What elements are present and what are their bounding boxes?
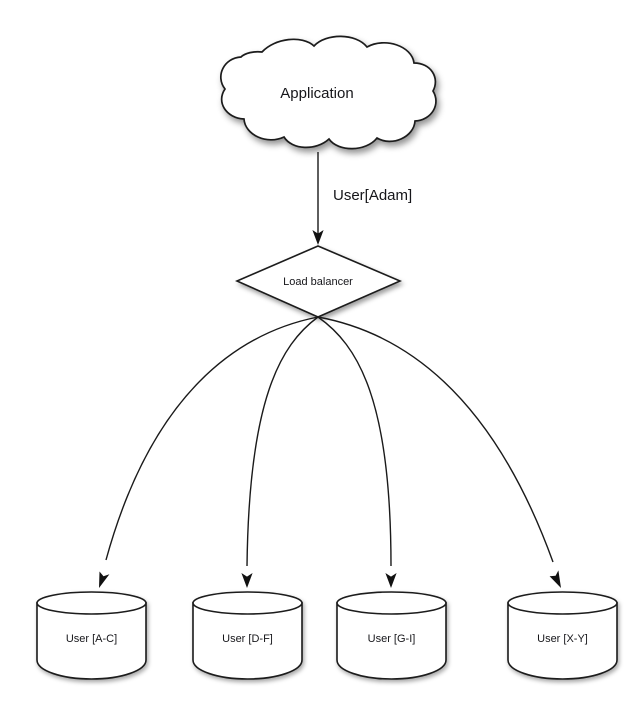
cylinder-top-3 [336, 591, 447, 615]
edge-curve-db-1 [105, 316, 319, 561]
cylinder-body-4 [507, 602, 618, 680]
arrow-head-icon [99, 571, 110, 588]
node-database-4[interactable]: User [X-Y] [507, 591, 618, 680]
cylinder-body-1 [36, 602, 147, 680]
arrow-head-icon [241, 573, 253, 588]
edge-app-to-load-balancer[interactable]: User[Adam] [312, 152, 412, 245]
edge-lb-to-db-3[interactable] [317, 316, 397, 588]
node-application[interactable]: Application [220, 35, 437, 150]
node-load-balancer[interactable]: Load balancer [235, 245, 403, 318]
load-balancer-label: Load balancer [283, 276, 353, 288]
cylinder-body-3 [336, 602, 447, 680]
node-database-1[interactable]: User [A-C] [36, 591, 147, 680]
database-label-2: User [D-F] [222, 633, 273, 645]
arrow-head-icon [385, 573, 397, 588]
arrow-head-icon [312, 230, 324, 245]
application-label: Application [280, 85, 353, 102]
edge-curve-db-4 [317, 316, 554, 563]
arrow-head-icon [549, 570, 561, 588]
database-label-1: User [A-C] [66, 633, 117, 645]
cylinder-top-1 [36, 591, 147, 615]
edge-lb-to-db-1[interactable] [99, 316, 319, 588]
edge-curve-db-3 [317, 316, 392, 567]
edge-label-user-adam: User[Adam] [333, 187, 412, 204]
cylinder-top-4 [507, 591, 618, 615]
node-database-3[interactable]: User [G-I] [336, 591, 447, 680]
database-label-3: User [G-I] [368, 633, 416, 645]
database-label-4: User [X-Y] [537, 633, 588, 645]
cloud-shape [220, 35, 437, 150]
cylinder-top-2 [192, 591, 303, 615]
node-database-2[interactable]: User [D-F] [192, 591, 303, 680]
cylinder-body-2 [192, 602, 303, 680]
edge-lb-to-db-2[interactable] [241, 316, 319, 588]
edge-curve-db-2 [246, 316, 319, 567]
edge-lb-to-db-4[interactable] [317, 316, 561, 588]
